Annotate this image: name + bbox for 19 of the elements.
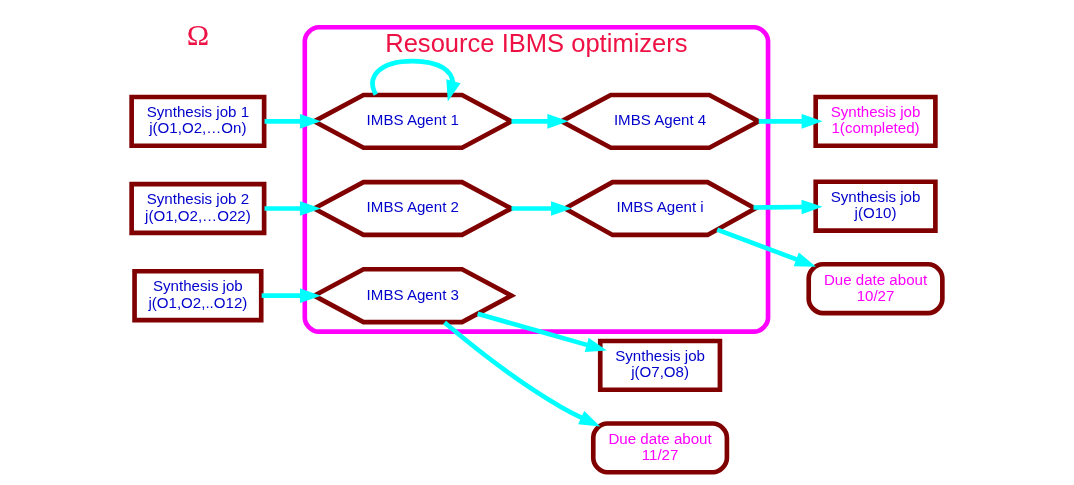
node-box: Synthesis job j(O1,O2,..O12) xyxy=(132,268,264,323)
arrow xyxy=(264,114,321,129)
node-box: Synthesis job j(O10) xyxy=(813,179,938,233)
arrow xyxy=(758,114,823,129)
arrow xyxy=(443,320,601,427)
node-box: Synthesis job 1(completed) xyxy=(813,94,938,149)
node-box: Due date about 10/27 xyxy=(806,261,945,316)
arrow xyxy=(753,199,823,215)
label: Ω xyxy=(186,18,210,53)
arrow xyxy=(477,311,607,352)
node-box: Synthesis job 2 j(O1,O2,…O22) xyxy=(129,181,267,236)
arrow xyxy=(511,114,569,129)
arrow xyxy=(261,288,321,303)
arrow xyxy=(716,227,816,267)
node-box: Synthesis job j(O7,O8) xyxy=(597,338,723,393)
node-box: Synthesis job 1 j(O1,O2,…On) xyxy=(129,94,267,149)
arrow xyxy=(264,201,321,216)
node-box: Due date about 11/27 xyxy=(590,421,730,475)
arrow xyxy=(511,201,572,216)
